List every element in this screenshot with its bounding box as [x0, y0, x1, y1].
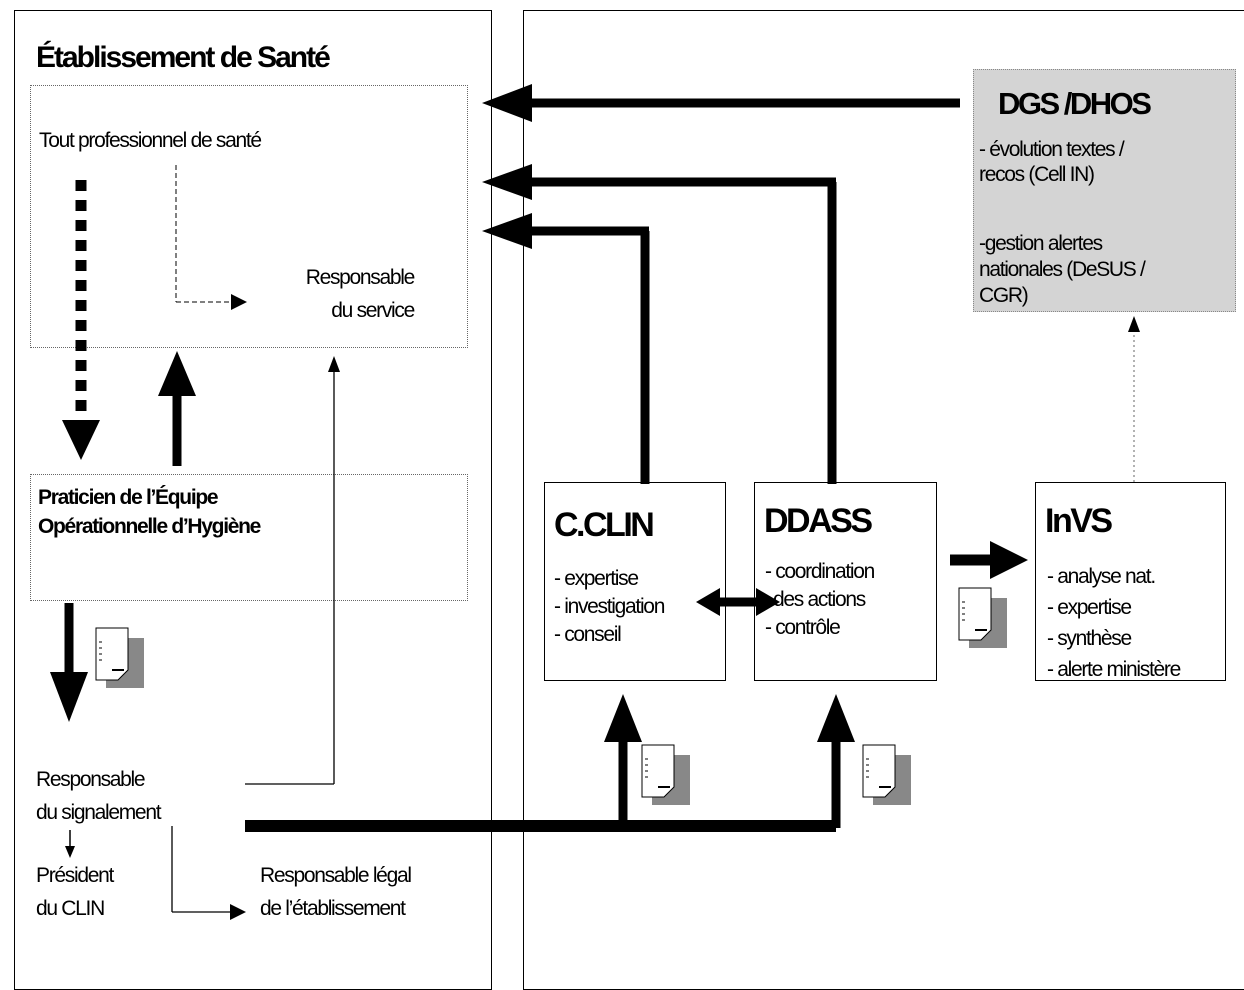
invs-title: InVS [1045, 502, 1113, 540]
invs-item: - alerte ministère [1047, 658, 1181, 681]
etablissement-title: Établissement de Santé [36, 41, 331, 74]
document-icon [862, 744, 911, 805]
responsable-service-line2: du service [331, 299, 415, 322]
document-icon [95, 627, 144, 688]
cclin-item: - expertise [554, 567, 639, 590]
president-clin-line1: Président [36, 864, 114, 887]
responsable-signalement-line2: du signalement [36, 801, 162, 824]
invs-box [1035, 482, 1226, 681]
praticien-zone [30, 474, 468, 601]
service-zone [30, 85, 468, 348]
ddass-item: - coordination [765, 560, 875, 583]
invs-item: - analyse nat. [1047, 565, 1156, 588]
invs-items: - analyse nat. - expertise - synthèse - … [1047, 561, 1181, 685]
responsable-service-line1: Responsable [305, 266, 416, 289]
invs-item: - expertise [1047, 596, 1132, 619]
cclin-item: - investigation [554, 595, 665, 618]
responsable-legal-line1: Responsable légal [260, 864, 412, 887]
dgs-line-1: - évolution textes / [979, 138, 1125, 161]
tout-professionnel-label: Tout professionnel de santé [39, 129, 262, 152]
responsable-legal-line2: de l’établissement [260, 897, 406, 920]
document-icon [958, 587, 1007, 648]
dgs-line-4: -gestion alertes [979, 232, 1103, 255]
ddass-item: des actions [773, 588, 866, 611]
ddass-item: - contrôle [765, 616, 841, 639]
dgs-title: DGS /DHOS [998, 86, 1152, 121]
dgs-line-2: recos (Cell IN) [979, 163, 1095, 186]
cclin-title: C.CLIN [554, 506, 655, 544]
president-clin-line2: du CLIN [36, 897, 105, 920]
invs-item: - synthèse [1047, 627, 1132, 650]
document-icon [641, 744, 690, 805]
responsable-signalement-line1: Responsable [36, 768, 146, 791]
dgs-line-6: CGR) [979, 284, 1029, 307]
cclin-item: - conseil [554, 623, 622, 646]
praticien-line2: Opérationnelle d’Hygiène [38, 515, 261, 538]
ddass-items: - coordination des actions - contrôle [765, 558, 875, 642]
dgs-dhos-box [973, 69, 1236, 312]
ddass-title: DDASS [764, 502, 873, 540]
ddass-box [754, 482, 937, 681]
cclin-items: - expertise - investigation - conseil [554, 565, 665, 649]
cclin-box [544, 482, 726, 681]
praticien-line1: Praticien de l’Équipe [38, 486, 219, 509]
dgs-line-5: nationales (DeSUS / [979, 258, 1146, 281]
